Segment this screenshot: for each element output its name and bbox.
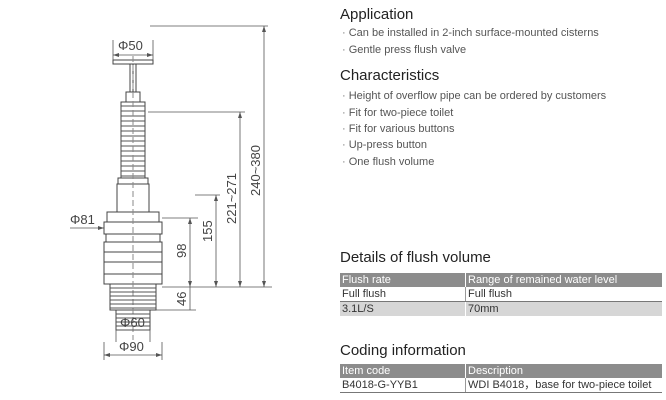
coding-table: Item code Description B4018-G-YYB1 WDI B… [340,364,662,393]
table-header-cell: Item code [340,364,466,378]
characteristics-title: Characteristics [340,67,440,84]
table-row: Full flush Full flush [340,287,662,302]
coding-title: Coding information [340,342,466,359]
application-item: Can be installed in 2-inch surface-mount… [342,27,599,39]
characteristics-item: Fit for two-piece toilet [342,107,454,119]
table-header-cell: Flush rate [340,273,466,287]
flush-volume-title: Details of flush volume [340,249,491,266]
dim-flange-diameter: Φ81 [70,212,95,227]
table-header-cell: Range of remained water level [465,273,662,287]
table-row: 3.1L/S 70mm [340,301,662,316]
flush-valve-drawing: Φ50 Φ81 Φ60 Φ90 98 155 221~271 240~380 4… [70,25,272,360]
dim-height-221-271: 221~271 [224,173,239,224]
application-title: Application [340,6,414,23]
application-item: Gentle press flush valve [342,44,466,56]
table-cell: Full flush [340,287,466,302]
table-row: B4018-G-YYB1 WDI B4018，base for two-piec… [340,378,662,393]
table-header-row: Flush rate Range of remained water level [340,273,662,287]
characteristics-item: Height of overflow pipe can be ordered b… [342,90,606,102]
table-header-cell: Description [465,364,662,378]
dim-height-98: 98 [174,244,189,258]
table-cell: 3.1L/S [340,301,466,316]
dim-height-46: 46 [174,292,189,306]
characteristics-item: Fit for various buttons [342,123,455,135]
flush-volume-table: Flush rate Range of remained water level… [340,273,662,316]
dim-base-diameter: Φ90 [119,339,144,354]
table-cell: B4018-G-YYB1 [340,378,466,393]
dim-height-240-380: 240~380 [248,145,263,196]
table-header-row: Item code Description [340,364,662,378]
dim-thread-diameter: Φ60 [120,315,145,330]
table-cell: WDI B4018，base for two-piece toilet [465,378,662,393]
characteristics-item: Up-press button [342,139,427,151]
dim-height-155: 155 [200,220,215,242]
characteristics-item: One flush volume [342,156,435,168]
dim-top-diameter: Φ50 [118,38,143,53]
table-cell: 70mm [465,301,662,316]
table-cell: Full flush [465,287,662,302]
